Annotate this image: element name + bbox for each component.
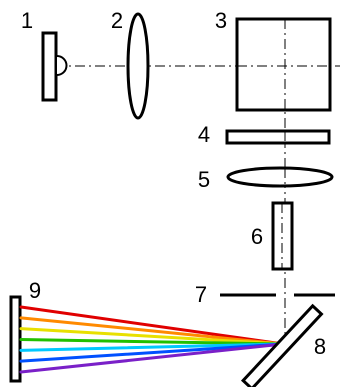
label-4: 4 — [198, 122, 210, 147]
light-source — [41, 31, 68, 102]
label-6: 6 — [251, 224, 263, 249]
label-7: 7 — [195, 282, 207, 307]
sample-chamber — [235, 17, 332, 112]
detector-screen — [9, 295, 22, 383]
spectrum-ray-7 — [19, 342, 285, 374]
spectrum-ray-5 — [19, 342, 285, 352]
filter-plate — [225, 129, 331, 145]
light-source-bulb — [56, 55, 68, 76]
light-source-housing — [41, 31, 58, 102]
label-1: 1 — [21, 8, 33, 33]
diffraction-grating — [240, 303, 324, 387]
label-5: 5 — [198, 167, 210, 192]
grating-plate — [240, 303, 324, 387]
spectrum-ray-2 — [19, 316, 285, 346]
label-2: 2 — [111, 8, 123, 33]
condenser-lens — [126, 12, 150, 120]
spectrum-ray-3 — [19, 327, 285, 346]
spectrum-ray-4 — [19, 338, 285, 346]
label-8: 8 — [314, 334, 326, 359]
spectrum-ray-1 — [19, 305, 285, 346]
focusing-lens — [226, 166, 334, 188]
spectrum-ray-6 — [19, 342, 285, 363]
dispersed-spectrum — [19, 305, 285, 374]
label-9: 9 — [29, 278, 41, 303]
label-3: 3 — [215, 8, 227, 33]
